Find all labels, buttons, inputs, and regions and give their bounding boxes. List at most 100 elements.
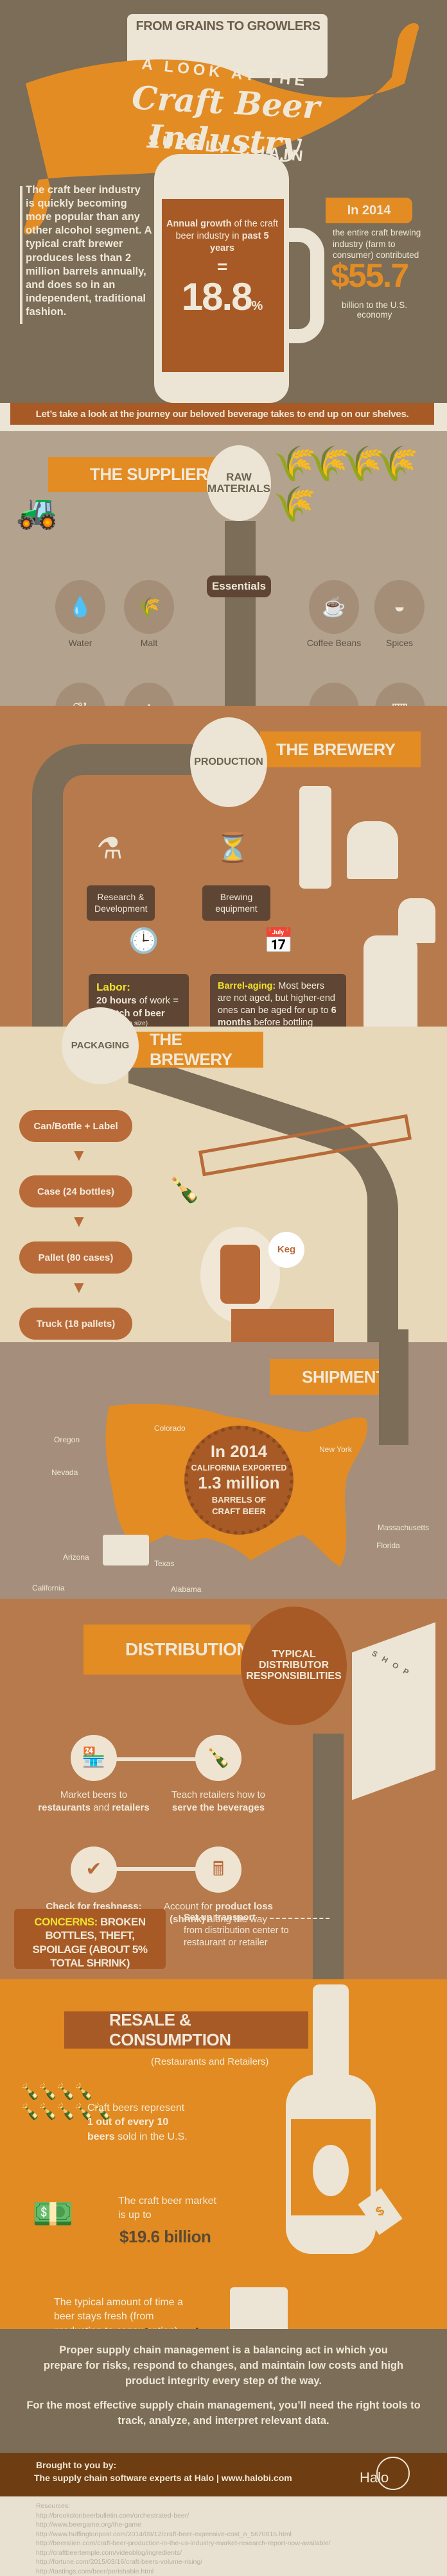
- concerns-box: CONCERNS: BROKEN BOTTLES, THEFT, SPOILAG…: [14, 1909, 166, 1969]
- subtitle: (Restaurants and Retailers): [151, 2056, 268, 2067]
- brew-kettle-icon: [347, 821, 398, 879]
- production-circle: PRODUCTION: [190, 717, 267, 807]
- down-arrow-icon: ▼: [71, 1213, 87, 1229]
- step-truck: Truck (18 pallets): [19, 1308, 132, 1340]
- shipment-section: SHIPMENT In 2014 CALIFORNIA EXPORTED 1.3…: [0, 1342, 447, 1599]
- journey-section: Let’s take a look at the journey our bel…: [0, 403, 447, 431]
- packaging-circle: PACKAGING: [62, 1007, 139, 1084]
- state-florida: Florida: [376, 1541, 400, 1550]
- shop-building-icon: [352, 1622, 435, 1800]
- equipment-label: Brewing equipment: [202, 885, 270, 921]
- supplier-ribbon: THE SUPPLIER: [48, 457, 222, 492]
- economy-badge: In 2014: [326, 198, 412, 223]
- resale-ribbon: RESALE & CONSUMPTION: [64, 2011, 308, 2049]
- brewhouse-tank-icon: [299, 786, 331, 889]
- money-bottle-icon: 💵: [32, 2194, 74, 2233]
- conclusion-section: Proper supply chain management is a bala…: [0, 2329, 447, 2453]
- transport-dashed-line: [270, 1918, 329, 1919]
- connector-line: [116, 1757, 199, 1761]
- halo-logo[interactable]: Halo: [360, 2457, 411, 2493]
- packaging-ribbon: THE BREWERY: [132, 1032, 263, 1068]
- research-icon: ⚗: [96, 831, 123, 866]
- resource-link[interactable]: http://craftbeertemple.com/videoblog/ing…: [36, 2548, 331, 2558]
- bottles-icon: 🍾: [168, 1174, 200, 1204]
- resource-link[interactable]: http://www.beergame.org/the-game: [36, 2520, 331, 2530]
- production-section: THE BREWERY PRODUCTION ⚗ Research & Deve…: [0, 706, 447, 1027]
- connector-line: [116, 1867, 199, 1871]
- header-section: FROM GRAINS TO GROWLERS A LOOK AT THE Cr…: [0, 0, 447, 403]
- brought-by: Brought to you by:: [36, 2460, 116, 2470]
- spices-bowl-icon: ◒: [374, 580, 425, 634]
- calendar-icon: 📅: [263, 927, 294, 955]
- resource-link[interactable]: http://www.huffingtonpost.com/2014/09/12…: [36, 2530, 331, 2539]
- coffee-beans-icon: ☕: [309, 580, 359, 634]
- responsibility-teach: 🍾 Teach retailers how to serve the bever…: [161, 1735, 276, 1815]
- step-case: Case (24 bottles): [19, 1175, 132, 1207]
- resource-link[interactable]: http://brookstonbeerbulletin.com/orchest…: [36, 2511, 331, 2521]
- intro-bar: [20, 186, 22, 324]
- credit-link[interactable]: The supply chain software experts at Hal…: [34, 2473, 292, 2483]
- economy-suffix: billion to the U.S. economy: [323, 300, 426, 320]
- state-oregon: Oregon: [54, 1435, 80, 1444]
- resource-link[interactable]: http://fortune.com/2015/03/16/craft-beer…: [36, 2557, 331, 2567]
- state-new-york: New York: [319, 1445, 352, 1454]
- raw-materials-circle: RAW MATERIALS: [207, 445, 271, 521]
- seal-line1: CALIFORNIA EXPORTED: [184, 1463, 294, 1472]
- storefront-icon: 🏪: [71, 1735, 117, 1781]
- fermenter-icon: [364, 935, 417, 1027]
- distribution-section: DISTRIBUTION TYPICAL DISTRIBUTOR RESPONS…: [0, 1599, 447, 1979]
- distributor-circle: TYPICAL DISTRIBUTOR RESPONSIBILITIES: [241, 1607, 347, 1725]
- essentials-label: Essentials: [207, 576, 271, 597]
- brewing-equipment-icon: ⏳: [215, 831, 250, 864]
- ingredient-malt: 🌾Malt: [123, 580, 175, 648]
- resource-link[interactable]: http://beeralien.com/craft-beer-producti…: [36, 2539, 331, 2548]
- intro-text: The craft beer industry is quickly becom…: [26, 183, 152, 319]
- state-colorado: Colorado: [154, 1424, 186, 1433]
- state-massachusetts: Massachusetts: [378, 1523, 429, 1532]
- ingredient-water: 💧Water: [55, 580, 106, 648]
- step-can-bottle: Can/Bottle + Label: [19, 1110, 132, 1142]
- market-value: $19.6 billion: [119, 2227, 211, 2247]
- resale-section: RESALE & CONSUMPTION (Restaurants and Re…: [0, 1979, 447, 2329]
- keg-label: Keg: [268, 1232, 304, 1268]
- clock-icon: 🕒: [128, 927, 159, 955]
- seal-line2: BARRELS OF: [184, 1495, 294, 1505]
- seal-year: In 2014: [184, 1442, 294, 1462]
- state-california: California: [32, 1583, 65, 1592]
- distribution-road: [313, 1734, 344, 1979]
- down-arrow-icon: ▼: [71, 1147, 87, 1163]
- supplier-section: THE SUPPLIER RAW MATERIALS 🚜 🌾🌾🌾🌾🌾 Essen…: [0, 431, 447, 706]
- seal-amount: 1.3 million: [184, 1473, 294, 1493]
- tractor-icon: 🚜: [16, 492, 58, 531]
- water-drop-icon: 💧: [55, 580, 105, 634]
- research-label: Research & Development: [87, 885, 155, 921]
- state-alabama: Alabama: [171, 1585, 201, 1594]
- resource-link[interactable]: http://tastings.com/beer/perishable.html: [36, 2567, 331, 2576]
- state-texas: Texas: [154, 1559, 174, 1568]
- responsibility-market: 🏪 Market beers to restaurants and retail…: [36, 1735, 152, 1815]
- share-text: Craft beers represent 1 out of every 10 …: [87, 2101, 216, 2144]
- ingredient-coffee-beans: ☕Coffee Beans: [305, 580, 363, 648]
- state-nevada: Nevada: [51, 1468, 78, 1477]
- market-text: The craft beer market is up to: [118, 2194, 221, 2223]
- ingredient-spices: ◒Spices: [374, 580, 425, 648]
- conclusion-p2: For the most effective supply chain mana…: [26, 2398, 421, 2429]
- shipping-truck-icon: [103, 1535, 149, 1565]
- wheat-field-icon: 🌾🌾🌾🌾🌾: [273, 444, 427, 525]
- step-pallet: Pallet (80 cases): [19, 1241, 132, 1274]
- seal-line3: CRAFT BEER: [184, 1506, 294, 1516]
- state-arizona: Arizona: [63, 1553, 89, 1562]
- resources-list: Resources: http://brookstonbeerbulletin.…: [36, 2502, 331, 2576]
- beer-bottle-large-icon: [286, 1984, 376, 2254]
- packaging-section: THE BREWERY PACKAGING Can/Bottle + Label…: [0, 1027, 447, 1342]
- growth-value: 18.8%: [164, 275, 280, 319]
- keg-icon: [220, 1245, 260, 1304]
- economy-desc: the entire craft brewing industry (farm …: [333, 227, 423, 261]
- conclusion-p1: Proper supply chain management is a bala…: [39, 2343, 408, 2389]
- down-arrow-icon: ▼: [71, 1279, 87, 1295]
- calendar-bottle-icon: [230, 2287, 288, 2333]
- journey-banner: Let’s take a look at the journey our bel…: [10, 403, 434, 425]
- wheat-icon: 🌾: [124, 580, 174, 634]
- supply-road: [225, 521, 256, 713]
- growth-label: Annual growth of the craft beer industry…: [164, 218, 280, 255]
